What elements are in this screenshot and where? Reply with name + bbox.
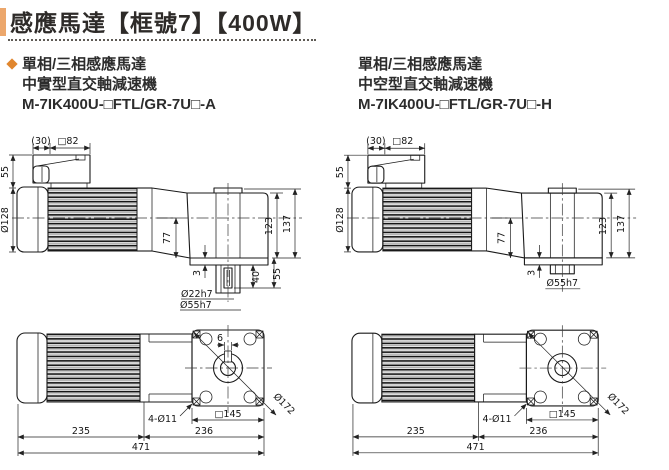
dim-label: Ø128: [335, 207, 346, 233]
drawing-solid-shaft-side-view: (30) □82 55 Ø128 77 123 137 3 40 55 Ø22h…: [0, 136, 302, 311]
dim-label: Ø55h7: [180, 300, 212, 311]
gearbox-type-right: 中空型直交軸減速機: [358, 76, 494, 93]
dim-label: 137: [282, 215, 293, 233]
motor-body-top: [351, 332, 527, 404]
dim-label: 236: [195, 426, 213, 437]
dim-label: 3: [526, 270, 537, 276]
terminal-box: [367, 154, 426, 189]
dim-label: 123: [598, 217, 609, 235]
dim-label: Ø128: [0, 207, 11, 233]
dim-label: Ø22h7: [181, 289, 213, 300]
dim-label: □145: [549, 409, 576, 420]
drawing-hollow-shaft-top-view: Ø172 4-Ø11 □145 235 236 471: [351, 325, 631, 456]
dim-label: 55: [335, 166, 346, 178]
dim-label: 4-Ø11: [148, 414, 177, 425]
gearbox-housing: [136, 187, 269, 266]
section-accent-bar: [0, 8, 6, 36]
header-solid-shaft-model: 單相/三相感應馬達 中實型直交軸減速機 M-7IK400U-□FTL/GR-7U…: [6, 55, 216, 115]
dim-label: 137: [616, 215, 627, 233]
dim-label: 55: [272, 268, 283, 280]
drawing-hollow-shaft-side-view: (30) □82 55 Ø128 77 123 137 3 Ø55h7: [335, 136, 637, 292]
dim-label: □82: [57, 136, 78, 147]
dimensions: (30) □82 55 Ø128 77 123 137 3 40 55 Ø22h…: [0, 136, 301, 311]
page-title: 感應馬達【框號7】【400W】: [10, 10, 317, 36]
dim-label: 235: [407, 426, 425, 437]
motor-body: [16, 186, 138, 253]
terminal-box: [32, 154, 91, 189]
product-type-left: 單相/三相感應馬達: [22, 56, 147, 73]
dim-label: □82: [392, 136, 413, 147]
diamond-bullet-icon: [6, 58, 18, 70]
model-number-left: M-7IK400U-□FTL/GR-7U□-A: [22, 96, 216, 113]
dim-label: 3: [192, 270, 203, 276]
motor-body-top: [16, 332, 193, 404]
gearbox-housing: [471, 187, 603, 266]
motor-body: [351, 186, 473, 253]
dim-label: 235: [72, 426, 90, 437]
dim-label: 4-Ø11: [483, 414, 512, 425]
dim-label: 77: [496, 232, 507, 244]
dim-label: 55: [0, 166, 11, 178]
dim-label: 77: [162, 232, 173, 244]
dim-label: 236: [529, 426, 547, 437]
dim-label: (30): [366, 136, 385, 147]
dim-label: 6: [217, 333, 223, 344]
title-underline: [8, 39, 316, 41]
dimensions: (30) □82 55 Ø128 77 123 137 3 Ø55h7: [335, 136, 636, 290]
gearbox-type-left: 中實型直交軸減速機: [22, 76, 158, 93]
drawing-solid-shaft-top-view: 6 Ø172 4-Ø11 □145 235 236 471: [16, 325, 297, 456]
header-hollow-shaft-model: 單相/三相感應馬達 中空型直交軸減速機 M-7IK400U-□FTL/GR-7U…: [358, 55, 552, 115]
dim-label: (30): [31, 136, 51, 147]
dim-label: □145: [214, 409, 241, 420]
product-type-right: 單相/三相感應馬達: [358, 56, 483, 73]
model-number-right: M-7IK400U-□FTL/GR-7U□-H: [358, 96, 552, 113]
dim-label: 40: [251, 271, 262, 283]
dim-label: 471: [132, 442, 150, 453]
dim-label: Ø55h7: [547, 278, 579, 289]
dim-label: 123: [264, 217, 275, 235]
dim-label: 471: [467, 442, 485, 453]
